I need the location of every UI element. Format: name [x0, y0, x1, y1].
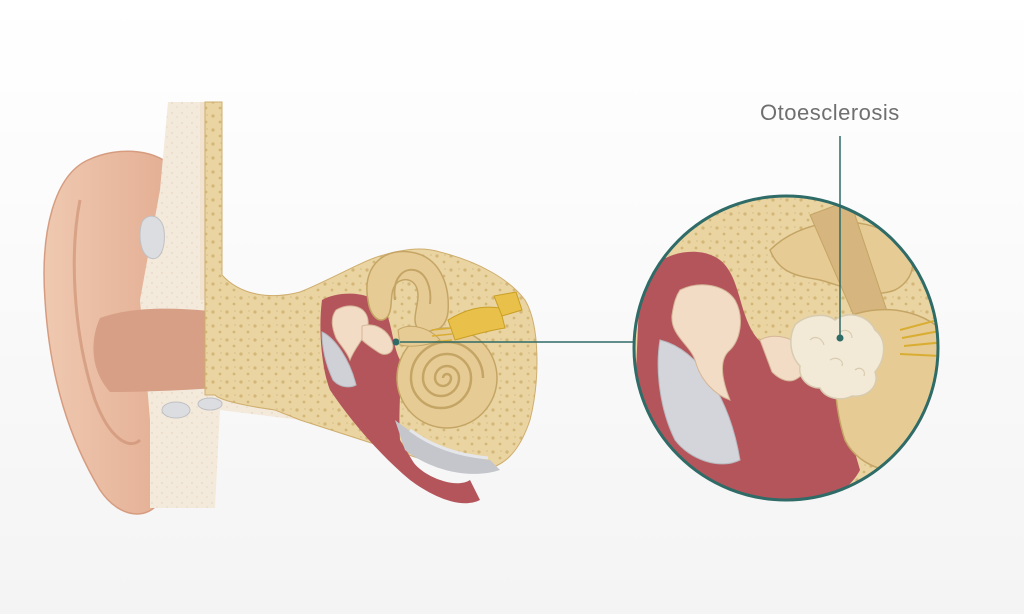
eustachian-tube-lining [409, 428, 489, 460]
otosclerosis-lesion [790, 314, 885, 400]
cochlea-spiral [409, 340, 485, 410]
eardrum [321, 331, 357, 388]
auditory-nerve [447, 306, 506, 341]
zoom-malleus [671, 284, 741, 401]
cartilage-pad-low2 [197, 397, 223, 411]
middle-ear [320, 293, 500, 504]
stapes-footplate-dot [392, 338, 400, 346]
canal-inner-line [393, 268, 432, 305]
cartilage-pad-upper [139, 215, 165, 260]
zoom-circle-border [632, 194, 940, 502]
zoom-detail [632, 194, 940, 502]
nerve-stub [493, 291, 523, 317]
zoom-nerve [899, 317, 938, 357]
semicircular-canals [366, 250, 449, 333]
otosclerosis-label: Otoesclerosis [760, 100, 900, 125]
eustachian-tube [395, 420, 500, 474]
lesion-texture [809, 329, 865, 377]
tympanic-cavity [320, 293, 480, 504]
otosclerosis-pointer-dot [836, 334, 844, 342]
incus-stapes [361, 324, 394, 355]
cartilage-pad-low1 [161, 401, 191, 419]
pinna-fold [72, 199, 142, 446]
malleus [331, 305, 369, 362]
